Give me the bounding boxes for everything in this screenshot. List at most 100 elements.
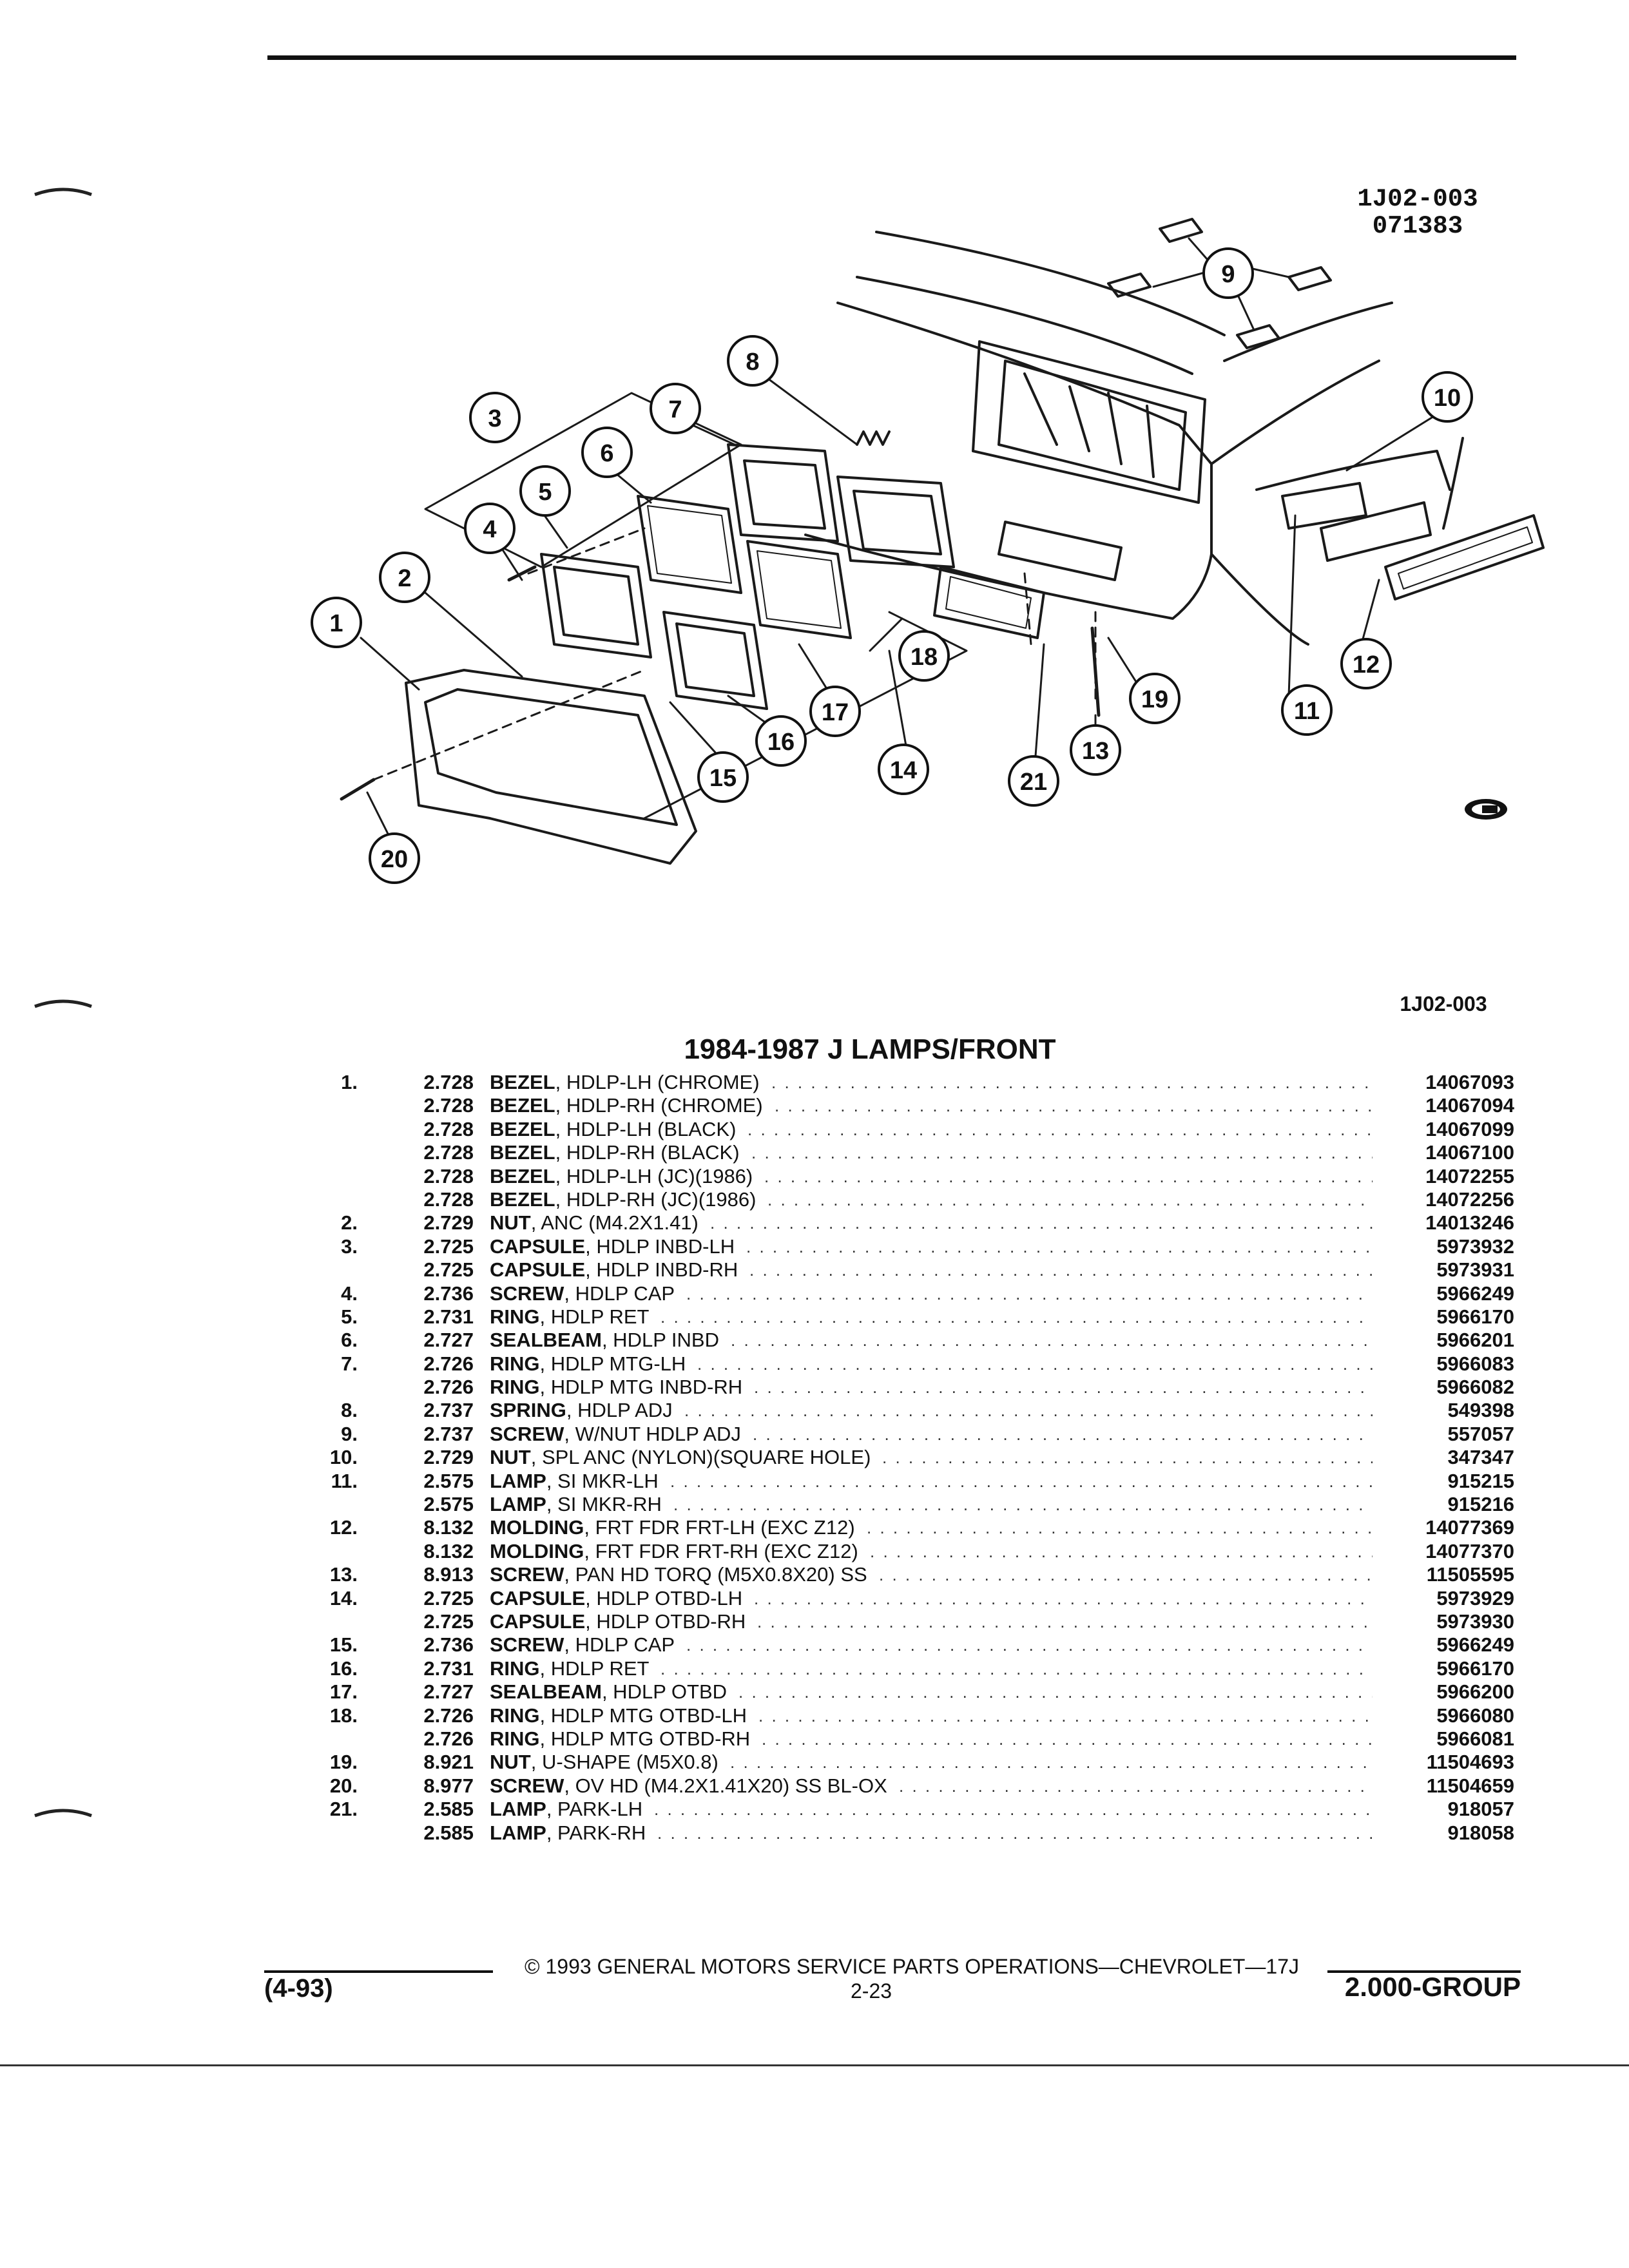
- group-number: 2.737: [423, 1422, 474, 1445]
- part-number: 5973930: [1436, 1610, 1514, 1633]
- part-description: , HDLP INBD: [601, 1329, 719, 1352]
- part-name-main: RING: [490, 1727, 540, 1750]
- part-description: , PAN HD TORQ (M5X0.8X20) SS: [564, 1563, 867, 1586]
- callout-1: 1: [311, 597, 362, 648]
- leader-dots: . . . . . . . . . . . . . . . . . . . . …: [654, 1800, 1373, 1820]
- svg-text:15: 15: [709, 765, 737, 792]
- leader-dots: . . . . . . . . . . . . . . . . . . . . …: [746, 1236, 1373, 1256]
- group-number: 2.731: [423, 1657, 474, 1680]
- svg-text:7: 7: [668, 396, 682, 423]
- sealbeam-inboard: [637, 495, 742, 594]
- part-description: , FRT FDR FRT-RH (EXC Z12): [584, 1539, 858, 1562]
- section-title: 1984-1987 J LAMPS/FRONT: [684, 1033, 1056, 1065]
- part-number: 5966170: [1436, 1657, 1514, 1680]
- part-name: RING, HDLP MTG OTBD-LH: [490, 1704, 747, 1727]
- part-number: 14013246: [1425, 1211, 1514, 1235]
- adjust-screw: [1159, 218, 1203, 243]
- part-description: , HDLP OTBD-RH: [585, 1610, 746, 1633]
- part-description: , U-SHAPE (M5X0.8): [530, 1751, 718, 1774]
- part-description: , HDLP RET: [539, 1305, 650, 1328]
- part-number: 14072255: [1425, 1164, 1514, 1187]
- group-number: 2.728: [423, 1164, 474, 1187]
- callout-3: 3: [469, 392, 521, 443]
- leader-dots: . . . . . . . . . . . . . . . . . . . . …: [867, 1518, 1373, 1538]
- leader-dots: . . . . . . . . . . . . . . . . . . . . …: [771, 1073, 1373, 1092]
- part-name-main: BEZEL: [490, 1094, 555, 1117]
- exploded-diagram: 1 2 3 4 5 6 7 8 9 10 11 12 13 14 15 16 1…: [311, 218, 1545, 884]
- sealbeam-outboard: [746, 540, 852, 639]
- part-name-main: LAMP: [490, 1798, 546, 1821]
- part-name-main: RING: [490, 1657, 540, 1680]
- part-name-main: RING: [490, 1376, 540, 1399]
- part-name-main: BEZEL: [490, 1071, 555, 1093]
- part-name: NUT, U-SHAPE (M5X0.8): [490, 1751, 718, 1774]
- callout-11: 11: [1281, 684, 1333, 736]
- part-number: 549398: [1447, 1399, 1514, 1422]
- part-name: MOLDING, FRT FDR FRT-RH (EXC Z12): [490, 1540, 858, 1563]
- gm-logo-icon: [1465, 799, 1507, 820]
- part-name-main: SEALBEAM: [490, 1329, 602, 1352]
- part-description: , HDLP RET: [539, 1657, 650, 1680]
- ref-number: 9.: [341, 1422, 358, 1445]
- part-name: RING, HDLP RET: [490, 1657, 649, 1680]
- callout-10: 10: [1422, 371, 1473, 423]
- part-number: 5966249: [1436, 1633, 1514, 1657]
- leader-dots: . . . . . . . . . . . . . . . . . . . . …: [670, 1471, 1373, 1491]
- part-name: BEZEL, HDLP-RH (JC)(1986): [490, 1188, 756, 1211]
- part-description: , HDLP-LH (BLACK): [555, 1117, 737, 1140]
- part-name-main: NUT: [490, 1446, 531, 1469]
- leader-dots: . . . . . . . . . . . . . . . . . . . . …: [754, 1588, 1373, 1608]
- adjust-screw: [1287, 266, 1332, 291]
- leader-dots: . . . . . . . . . . . . . . . . . . . . …: [764, 1166, 1373, 1186]
- ref-number: 10.: [329, 1446, 358, 1469]
- svg-text:2: 2: [398, 565, 411, 592]
- leader-dots: . . . . . . . . . . . . . . . . . . . . …: [660, 1307, 1373, 1327]
- retaining-ring-inner: [675, 622, 755, 697]
- leader-dots: . . . . . . . . . . . . . . . . . . . . …: [747, 1119, 1373, 1139]
- callout-19: 19: [1129, 673, 1181, 724]
- part-description: , PARK-RH: [546, 1821, 646, 1844]
- leader-dots: . . . . . . . . . . . . . . . . . . . . …: [686, 1283, 1373, 1303]
- part-name: RING, HDLP MTG-LH: [490, 1352, 686, 1376]
- adjust-screw: [1236, 324, 1280, 349]
- sealbeam-lens: [757, 550, 842, 629]
- group-number: 2.736: [423, 1282, 474, 1305]
- top-rule: [267, 55, 1516, 60]
- leader-dots: . . . . . . . . . . . . . . . . . . . . …: [870, 1541, 1373, 1561]
- part-name-main: BEZEL: [490, 1141, 555, 1164]
- callout-6: 6: [581, 427, 633, 478]
- svg-text:18: 18: [911, 644, 938, 671]
- part-name: BEZEL, HDLP-RH (CHROME): [490, 1094, 763, 1117]
- svg-text:14: 14: [890, 757, 917, 784]
- part-name-main: SCREW: [490, 1774, 564, 1797]
- callout-14: 14: [878, 744, 929, 795]
- grille-detail: [1023, 372, 1155, 478]
- group-number: 2.726: [423, 1376, 474, 1399]
- leader-dots: . . . . . . . . . . . . . . . . . . . . …: [879, 1565, 1373, 1585]
- part-number: 5966083: [1436, 1352, 1514, 1375]
- part-name-main: LAMP: [490, 1821, 546, 1844]
- leader-dots: . . . . . . . . . . . . . . . . . . . . …: [749, 1260, 1373, 1280]
- part-description: , HDLP-RH (BLACK): [555, 1141, 740, 1164]
- part-name-main: LAMP: [490, 1493, 546, 1516]
- callout-16: 16: [755, 715, 807, 767]
- callout-21: 21: [1008, 755, 1059, 807]
- ref-number: 6.: [341, 1329, 358, 1352]
- leader-dots: . . . . . . . . . . . . . . . . . . . . …: [673, 1495, 1373, 1515]
- part-name: SEALBEAM, HDLP OTBD: [490, 1680, 727, 1704]
- leader-dots: . . . . . . . . . . . . . . . . . . . . …: [753, 1424, 1373, 1444]
